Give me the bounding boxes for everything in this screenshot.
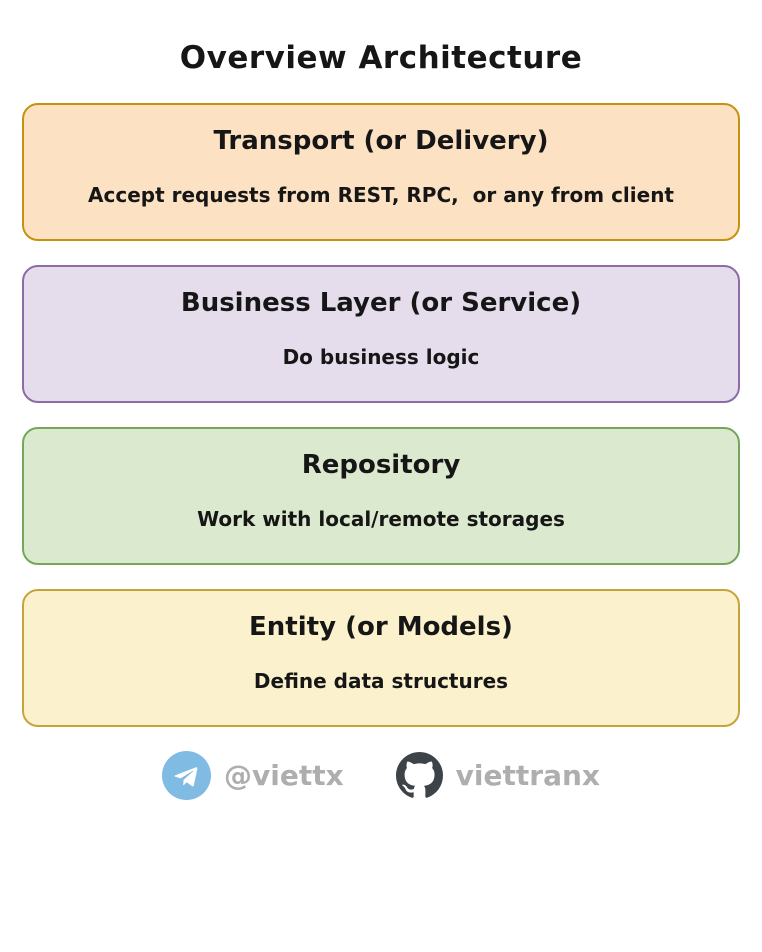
layer-transport: Transport (or Delivery) Accept requests …: [22, 103, 740, 241]
layer-title: Transport (or Delivery): [213, 125, 549, 156]
github-icon: [395, 752, 443, 799]
github-handle: viettranx: [455, 759, 600, 792]
layer-repository: Repository Work with local/remote storag…: [22, 427, 740, 565]
page-title: Overview Architecture: [179, 40, 583, 76]
diagram-canvas: Overview Architecture Transport (or Deli…: [0, 40, 762, 952]
layer-entity: Entity (or Models) Define data structure…: [22, 589, 740, 727]
layer-description: Accept requests from REST, RPC, or any f…: [88, 182, 674, 207]
telegram-icon: [162, 751, 211, 800]
layer-description: Do business logic: [282, 344, 480, 369]
footer-credits: @viettx viettranx: [0, 751, 762, 800]
layer-business: Business Layer (or Service) Do business …: [22, 265, 740, 403]
layer-description: Work with local/remote storages: [197, 506, 565, 531]
layer-title: Entity (or Models): [249, 611, 513, 642]
telegram-handle: @viettx: [224, 759, 344, 792]
layers-stack: Transport (or Delivery) Accept requests …: [22, 103, 740, 727]
layer-title: Repository: [301, 449, 461, 480]
layer-description: Define data structures: [253, 668, 509, 693]
telegram-credit: @viettx: [162, 751, 344, 800]
layer-title: Business Layer (or Service): [180, 287, 582, 318]
github-credit: viettranx: [395, 752, 600, 799]
